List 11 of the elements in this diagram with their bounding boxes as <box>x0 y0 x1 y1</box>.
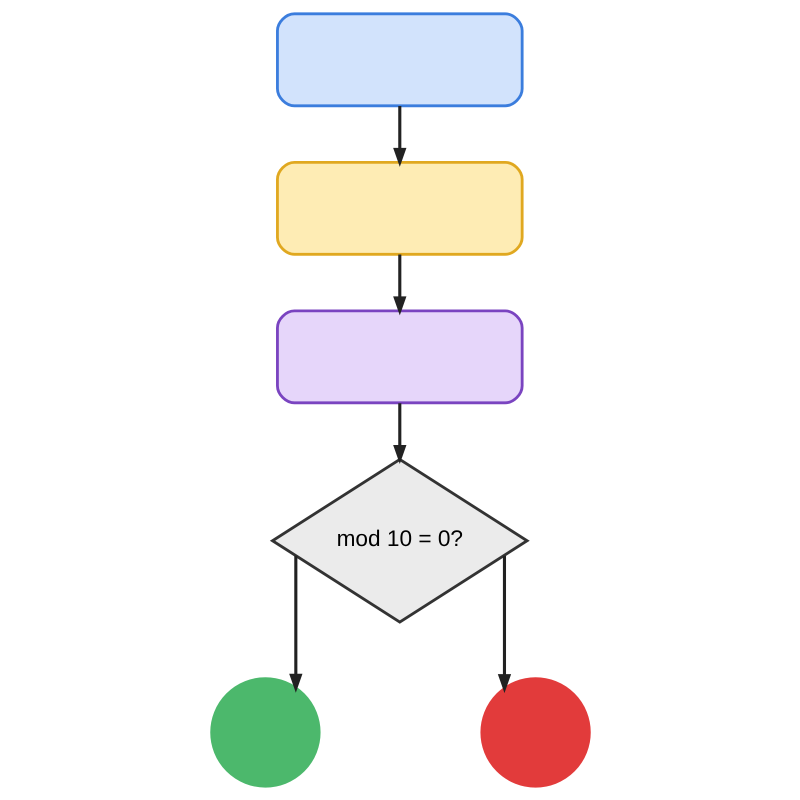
arrow <box>392 106 406 167</box>
node-circle <box>480 677 590 788</box>
node-diamond: mod 10 = 0? <box>269 458 530 624</box>
arrow <box>392 254 406 316</box>
node-box <box>276 309 524 404</box>
node-box <box>276 160 524 256</box>
arrow <box>497 556 511 694</box>
arrow <box>288 556 302 693</box>
node-box <box>276 12 524 108</box>
node-circle <box>210 677 320 788</box>
arrow <box>392 403 406 464</box>
